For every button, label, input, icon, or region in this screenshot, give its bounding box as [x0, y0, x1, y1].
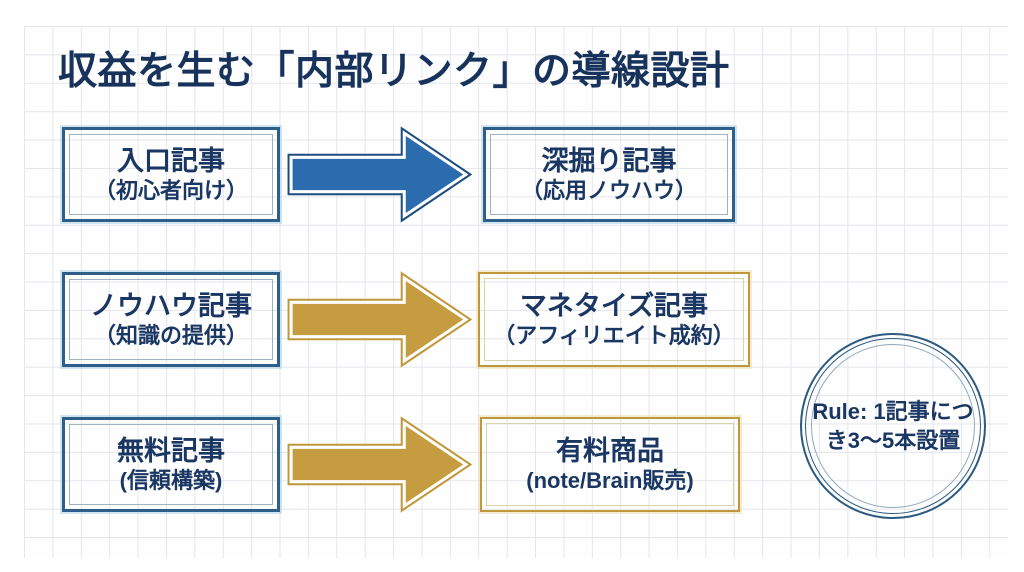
box-subtitle: （初心者向け） — [93, 177, 248, 203]
arrow-right-icon — [287, 271, 473, 368]
rule-badge-line1: Rule: 1記事につ — [812, 398, 974, 424]
flow-row3-source-box: 無料記事 (信頼構築) — [62, 417, 280, 512]
rule-badge: Rule: 1記事につ き3〜5本設置 — [800, 333, 986, 519]
box-inner: マネタイズ記事 （アフィリエイト成約） — [484, 278, 744, 361]
flow-row1-target-box: 深掘り記事 （応用ノウハウ） — [483, 127, 735, 222]
box-inner: ノウハウ記事 （知識の提供） — [69, 279, 273, 360]
flow-row2-source-box: ノウハウ記事 （知識の提供） — [62, 272, 280, 367]
box-inner: 入口記事 （初心者向け） — [69, 134, 273, 215]
flow-row2-target-box: マネタイズ記事 （アフィリエイト成約） — [478, 272, 750, 367]
rule-badge-line2: き3〜5本設置 — [825, 428, 961, 453]
box-subtitle: (note/Brain販売) — [526, 467, 694, 493]
box-title: 有料商品 — [556, 435, 664, 466]
flow-row3-target-box: 有料商品 (note/Brain販売) — [480, 417, 740, 512]
box-title: ノウハウ記事 — [90, 290, 252, 321]
box-inner: 無料記事 (信頼構築) — [69, 424, 273, 505]
box-subtitle: （知識の提供） — [93, 322, 248, 348]
box-title: 入口記事 — [117, 145, 225, 176]
box-inner: 深掘り記事 （応用ノウハウ） — [490, 134, 728, 215]
arrow-right-icon — [287, 126, 473, 223]
page-title: 収益を生む「内部リンク」の導線設計 — [58, 50, 730, 93]
flow-row1-source-box: 入口記事 （初心者向け） — [62, 127, 280, 222]
box-subtitle: （アフィリエイト成約） — [493, 322, 735, 348]
box-title: マネタイズ記事 — [519, 290, 709, 321]
box-title: 深掘り記事 — [541, 145, 677, 176]
rule-badge-text: Rule: 1記事につ き3〜5本設置 — [804, 397, 982, 455]
box-title: 無料記事 — [117, 435, 225, 466]
box-subtitle: (信頼構築) — [119, 467, 223, 493]
grid-paper-background — [24, 26, 1008, 558]
box-inner: 有料商品 (note/Brain販売) — [486, 423, 734, 506]
box-subtitle: （応用ノウハウ） — [520, 177, 697, 203]
arrow-right-icon — [287, 416, 473, 513]
